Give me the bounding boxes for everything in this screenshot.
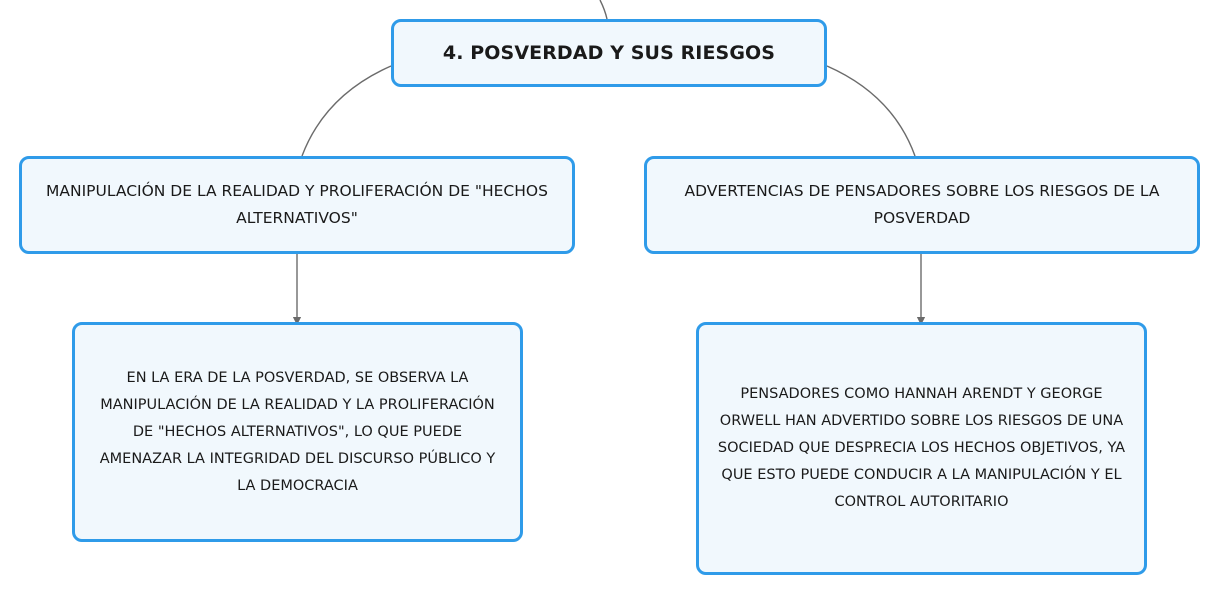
connector-from-parent <box>599 0 608 20</box>
leaf-node-advertencias-detail[interactable]: PENSADORES COMO HANNAH ARENDT Y GEORGE O… <box>696 322 1147 575</box>
leaf-text-manipulacion: EN LA ERA DE LA POSVERDAD, SE OBSERVA LA… <box>99 369 496 494</box>
branch-label-advertencias: ADVERTENCIAS DE PENSADORES SOBRE LOS RIE… <box>684 182 1160 227</box>
root-topic-node[interactable]: 4. POSVERDAD Y SUS RIESGOS <box>391 19 827 87</box>
branch-node-manipulacion[interactable]: MANIPULACIÓN DE LA REALIDAD Y PROLIFERAC… <box>19 156 575 254</box>
branch-node-advertencias[interactable]: ADVERTENCIAS DE PENSADORES SOBRE LOS RIE… <box>644 156 1200 254</box>
branch-label-manipulacion: MANIPULACIÓN DE LA REALIDAD Y PROLIFERAC… <box>46 182 548 227</box>
connector-root-to-left-branch <box>301 65 392 157</box>
leaf-node-manipulacion-detail[interactable]: EN LA ERA DE LA POSVERDAD, SE OBSERVA LA… <box>72 322 523 542</box>
connector-root-to-right-branch <box>826 65 916 157</box>
leaf-text-advertencias: PENSADORES COMO HANNAH ARENDT Y GEORGE O… <box>717 386 1126 510</box>
root-topic-label: 4. POSVERDAD Y SUS RIESGOS <box>442 42 776 64</box>
